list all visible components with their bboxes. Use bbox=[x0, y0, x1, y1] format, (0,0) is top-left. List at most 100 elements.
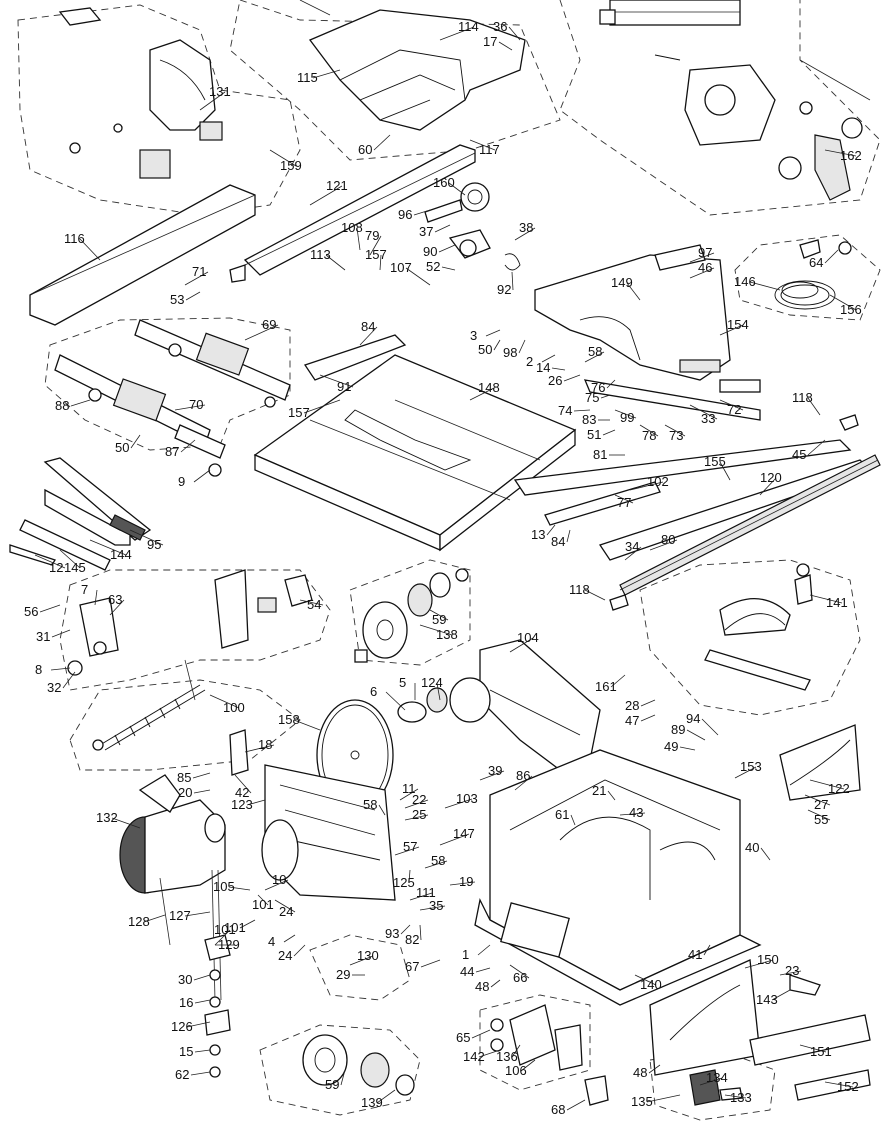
part-callout: 125 bbox=[393, 875, 415, 890]
leader-line bbox=[478, 1049, 501, 1058]
part-callout: 101 bbox=[224, 920, 246, 935]
part-callout: 139 bbox=[361, 1095, 383, 1110]
part-callout: 77 bbox=[617, 495, 632, 510]
leader-line bbox=[619, 812, 646, 816]
part-callout: 57 bbox=[403, 839, 418, 854]
leader-line bbox=[624, 546, 642, 561]
leader-line bbox=[194, 1049, 211, 1053]
leader-line bbox=[51, 629, 71, 638]
leader-line bbox=[264, 879, 289, 891]
leader-line bbox=[190, 1071, 211, 1076]
part-callout: 118 bbox=[569, 582, 590, 597]
leader-line bbox=[541, 354, 556, 363]
part-callout: 103 bbox=[456, 791, 478, 806]
leader-line bbox=[129, 529, 164, 546]
leader-line bbox=[89, 539, 127, 556]
part-callout: 67 bbox=[405, 959, 420, 974]
part-callout: 76 bbox=[591, 380, 606, 395]
splitter-assembly bbox=[58, 7, 223, 179]
part-callout: 23 bbox=[785, 963, 800, 978]
part-callout: 146 bbox=[734, 274, 756, 289]
leader-line bbox=[399, 788, 419, 801]
leader-line bbox=[600, 394, 611, 399]
motor bbox=[119, 774, 226, 946]
leader-lines bbox=[34, 26, 857, 1111]
part-callout: 89 bbox=[671, 722, 686, 737]
part-callout: 43 bbox=[629, 805, 644, 820]
elevation-shaft bbox=[204, 869, 231, 1078]
leader-line bbox=[829, 294, 857, 311]
part-callout: 17 bbox=[483, 34, 498, 49]
leader-line bbox=[475, 967, 491, 973]
part-callout: 133 bbox=[730, 1090, 752, 1105]
part-callout: 116 bbox=[64, 231, 85, 246]
part-callout: 29 bbox=[336, 967, 351, 982]
part-callout: 48 bbox=[475, 979, 490, 994]
part-callout: 158 bbox=[278, 712, 300, 727]
leader-line bbox=[436, 682, 441, 701]
leader-line bbox=[648, 1064, 661, 1074]
part-callout: 81 bbox=[593, 447, 608, 462]
leader-line bbox=[760, 847, 771, 861]
leader-line bbox=[771, 989, 791, 1001]
part-callout: 135 bbox=[631, 1094, 653, 1109]
leader-line bbox=[349, 955, 374, 966]
part-callout: 21 bbox=[592, 783, 607, 798]
leader-line bbox=[186, 1021, 211, 1028]
part-callout: 101 bbox=[214, 922, 236, 937]
leader-line bbox=[244, 324, 279, 341]
leader-line bbox=[809, 779, 845, 790]
part-callout: 24 bbox=[279, 904, 294, 919]
leader-line bbox=[584, 589, 606, 601]
part-callout: 16 bbox=[179, 995, 194, 1010]
part-callout: 155 bbox=[704, 454, 726, 469]
part-callout: 53 bbox=[170, 292, 185, 307]
part-callout: 136 bbox=[496, 1049, 518, 1064]
part-callout: 107 bbox=[390, 260, 412, 275]
part-callout: 90 bbox=[423, 244, 438, 259]
part-callout: 93 bbox=[385, 926, 400, 941]
leader-line bbox=[234, 774, 252, 794]
leader-line bbox=[566, 529, 571, 543]
leader-line bbox=[408, 869, 411, 884]
part-callout: 99 bbox=[620, 410, 635, 425]
leader-line bbox=[419, 924, 422, 941]
part-callout: 74 bbox=[558, 403, 573, 418]
part-callout: 61 bbox=[555, 807, 570, 822]
part-callout: 32 bbox=[47, 680, 62, 695]
part-callout: 118 bbox=[792, 390, 813, 405]
part-callout: 157 bbox=[365, 247, 387, 262]
leader-line bbox=[194, 999, 211, 1004]
part-callout: 106 bbox=[505, 1063, 527, 1078]
part-callout: 58 bbox=[588, 344, 603, 359]
part-callout: 102 bbox=[647, 474, 669, 489]
part-callout: 123 bbox=[231, 797, 253, 812]
part-callout: 52 bbox=[426, 259, 441, 274]
leader-line bbox=[434, 224, 451, 233]
part-callout: 69 bbox=[262, 317, 277, 332]
part-callout: 78 bbox=[642, 428, 657, 443]
leader-line bbox=[514, 227, 536, 241]
leader-line bbox=[449, 881, 476, 886]
leader-line bbox=[807, 809, 831, 821]
leader-line bbox=[744, 959, 774, 969]
leader-line bbox=[448, 182, 466, 196]
part-callout: 7 bbox=[81, 582, 89, 597]
part-callout: 92 bbox=[497, 282, 512, 297]
part-callout: 38 bbox=[519, 220, 534, 235]
leader-line bbox=[239, 919, 256, 929]
part-callout: 144 bbox=[110, 547, 132, 562]
part-callout: 126 bbox=[171, 1019, 193, 1034]
leader-line bbox=[246, 799, 266, 806]
leader-line bbox=[679, 746, 696, 751]
part-callout: 96 bbox=[398, 207, 413, 222]
leader-line bbox=[184, 271, 209, 286]
leader-line bbox=[413, 209, 431, 216]
leader-line bbox=[439, 833, 470, 846]
hand-tools bbox=[9, 457, 152, 571]
leader-line bbox=[514, 775, 533, 791]
leader-line bbox=[180, 439, 196, 453]
part-callout: 2 bbox=[526, 354, 534, 369]
leader-line bbox=[143, 914, 166, 923]
part-callout: 15 bbox=[179, 1044, 194, 1059]
